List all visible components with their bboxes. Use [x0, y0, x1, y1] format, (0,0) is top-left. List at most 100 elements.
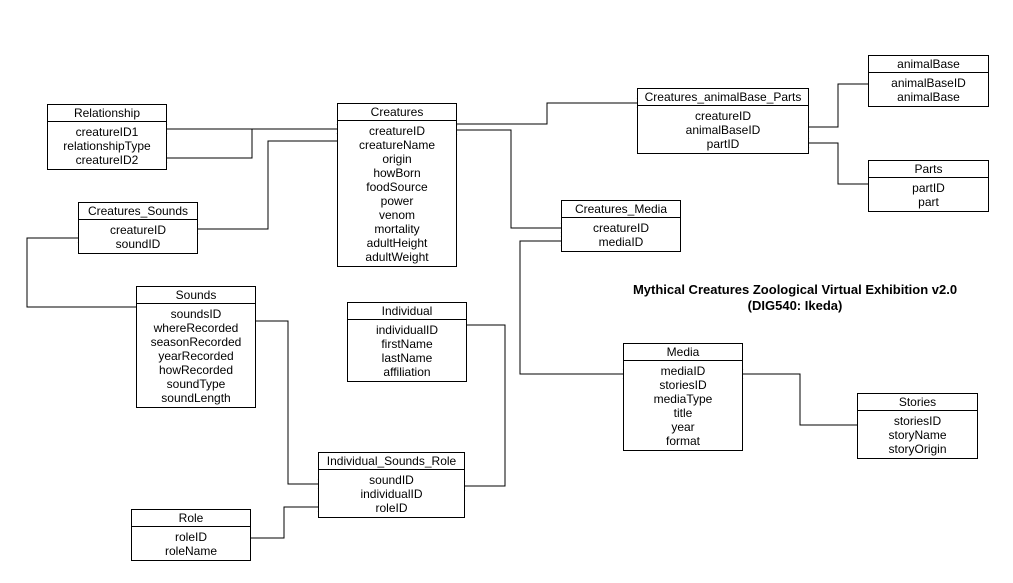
- entity-field: creatureID1: [75, 125, 139, 139]
- entity-field: format: [665, 434, 700, 448]
- entity-field: relationshipType: [63, 139, 151, 153]
- relationship-connector: [809, 142, 868, 185]
- entity-field: yearRecorded: [158, 349, 234, 363]
- entity-field: power: [380, 194, 414, 208]
- entity-field: creatureName: [358, 138, 436, 152]
- entity-field: foodSource: [366, 180, 428, 194]
- entity-field: adultWeight: [365, 250, 429, 264]
- entity-name: Creatures_Media: [562, 201, 680, 218]
- relationship-connector: [167, 128, 337, 159]
- entity-field: howBorn: [373, 166, 421, 180]
- relationship-connector: [198, 140, 337, 230]
- entity-field: creatureID: [368, 124, 426, 138]
- entity-field: animalBaseID: [685, 123, 761, 137]
- entity-field: title: [673, 406, 693, 420]
- entity-name: Creatures_animalBase_Parts: [638, 89, 808, 106]
- entity-field: soundID: [369, 473, 414, 487]
- entity-name: Individual: [348, 303, 466, 320]
- entity-field: roleID: [375, 501, 408, 515]
- diagram-subtitle: (DIG540: Ikeda): [747, 298, 843, 313]
- entity-field: mediaID: [660, 364, 706, 378]
- entity-field: affiliation: [383, 365, 431, 379]
- entity-field: creatureID: [109, 223, 167, 237]
- relationship-connector: [251, 506, 318, 539]
- entity-field: partID: [912, 181, 945, 195]
- diagram-title: Mythical Creatures Zoological Virtual Ex…: [632, 282, 958, 297]
- entity-name: Media: [624, 344, 742, 361]
- entity-field: year: [671, 420, 695, 434]
- entity-field: soundType: [166, 377, 226, 391]
- relationship-connector: [26, 237, 136, 308]
- relationship-connector: [256, 320, 318, 485]
- entity-name: Relationship: [48, 105, 166, 122]
- entity-name: Creatures_Sounds: [79, 203, 197, 220]
- entity-name: animalBase: [869, 56, 988, 73]
- entity-field: adultHeight: [366, 236, 428, 250]
- entity-field: lastName: [381, 351, 433, 365]
- entity-name: Sounds: [137, 287, 255, 304]
- relationship-connector: [465, 324, 506, 487]
- entity-field: mediaID: [598, 235, 644, 249]
- entity-field: storyOrigin: [888, 442, 947, 456]
- entity-field: individualID: [360, 487, 423, 501]
- relationship-connector: [519, 240, 623, 375]
- diagram-title-block: Mythical Creatures Zoological Virtual Ex…: [600, 282, 990, 314]
- relationship-connector: [457, 129, 561, 229]
- entity-field: storiesID: [659, 378, 707, 392]
- entity-field: creatureID2: [75, 153, 139, 167]
- entity-field: mortality: [374, 222, 420, 236]
- entity-field: firstName: [381, 337, 433, 351]
- entity-field: howRecorded: [158, 363, 234, 377]
- entity-field: mediaType: [653, 392, 713, 406]
- entity-field: roleName: [164, 544, 218, 558]
- relationship-connector: [457, 102, 637, 125]
- entity-name: Stories: [858, 394, 977, 411]
- entity-field: animalBase: [897, 90, 960, 104]
- entity-field: roleID: [174, 530, 207, 544]
- relationship-connector: [809, 83, 868, 128]
- entity-name: Creatures: [338, 104, 456, 121]
- entity-field: partID: [706, 137, 740, 151]
- entity-field: part: [918, 195, 939, 209]
- entity-field: storyName: [888, 428, 947, 442]
- entity-field: animalBaseID: [891, 76, 966, 90]
- entity-field: whereRecorded: [153, 321, 239, 335]
- entity-field: seasonRecorded: [150, 335, 242, 349]
- entity-name: Parts: [869, 161, 988, 178]
- relationship-connector: [743, 373, 857, 426]
- entity-field: soundsID: [170, 307, 222, 321]
- entity-field: soundLength: [161, 391, 231, 405]
- entity-field: individualID: [375, 323, 439, 337]
- entity-name: Individual_Sounds_Role: [319, 453, 464, 470]
- entity-field: creatureID: [592, 221, 650, 235]
- entity-name: Role: [132, 510, 250, 527]
- entity-field: soundID: [115, 237, 161, 251]
- entity-field: storiesID: [893, 414, 942, 428]
